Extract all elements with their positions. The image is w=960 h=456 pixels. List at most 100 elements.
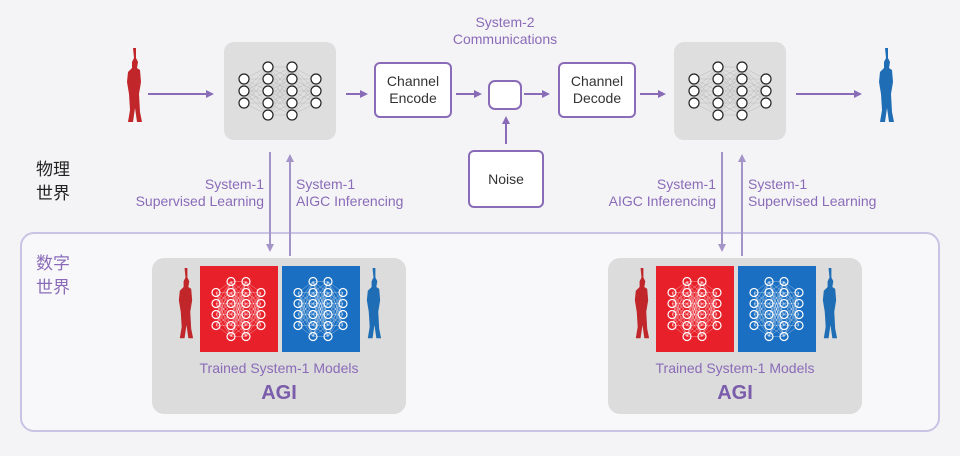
network-node — [779, 320, 789, 331]
network-node — [712, 320, 722, 331]
network-node — [749, 298, 759, 309]
human-figure-blue-icon — [366, 268, 382, 339]
human-figure-red-icon — [178, 268, 194, 339]
network-node — [286, 97, 298, 109]
network-edge — [671, 325, 688, 337]
network-node — [667, 320, 677, 331]
human-figure-blue-icon — [879, 48, 894, 122]
network-edge — [686, 281, 703, 315]
network-edge — [267, 66, 293, 92]
left-up-label: System-1 AIGC Inferencing — [296, 176, 446, 210]
network-edge — [671, 314, 688, 326]
noise-box: Noise — [468, 150, 544, 208]
network-edge — [312, 281, 329, 315]
network-edge — [768, 281, 785, 293]
network-edge — [297, 281, 314, 315]
system2-label: System-2 Communications — [440, 14, 570, 48]
physical-world-line1: 物理 — [36, 160, 70, 180]
network-edge — [717, 66, 743, 92]
network-node — [241, 331, 251, 342]
left-down-label: System-1 Supervised Learning — [100, 176, 264, 210]
network-edge — [230, 325, 247, 337]
network-edge — [768, 325, 785, 337]
network-node — [794, 320, 804, 331]
network-edge — [327, 292, 344, 304]
network-node — [238, 73, 250, 85]
network-node — [764, 276, 774, 287]
network-edge — [701, 292, 718, 326]
agi-right-blue-network — [738, 266, 816, 352]
network-node — [794, 298, 804, 309]
network-edge — [671, 292, 688, 326]
network-edge — [297, 325, 314, 337]
network-edge — [768, 303, 785, 337]
agi-panel-right: Trained System-1 Models AGI — [608, 258, 862, 414]
network-node — [226, 309, 236, 320]
network-node — [779, 309, 789, 320]
network-node — [682, 276, 692, 287]
network-edge — [686, 281, 703, 337]
network-node — [712, 309, 722, 320]
network-node — [697, 276, 707, 287]
network-edge — [671, 281, 688, 293]
network-edge — [741, 78, 767, 116]
network-node — [323, 287, 333, 298]
network-node — [293, 287, 303, 298]
agi-right-caption: Trained System-1 Models — [655, 360, 815, 376]
network-edge — [267, 90, 293, 116]
network-edge — [693, 66, 719, 92]
network-edge — [215, 325, 232, 337]
network-node — [241, 320, 251, 331]
network-node — [323, 298, 333, 309]
network-node — [286, 109, 298, 121]
network-edge — [245, 281, 262, 293]
human-figure-red-icon — [127, 48, 142, 122]
network-edge — [741, 90, 767, 116]
network-node — [736, 73, 748, 85]
network-node — [226, 331, 236, 342]
network-node — [667, 309, 677, 320]
network-node — [736, 97, 748, 109]
system2-line1: System-2 — [475, 14, 535, 30]
network-node — [308, 331, 318, 342]
network-node — [256, 320, 266, 331]
channel-encode-line2: Encode — [389, 90, 437, 106]
network-edge — [243, 78, 269, 104]
network-edge — [230, 281, 247, 337]
network-edge — [671, 281, 688, 315]
network-edge — [717, 66, 743, 116]
network-node — [211, 320, 221, 331]
network-edge — [753, 325, 770, 337]
network-node — [667, 287, 677, 298]
network-edge — [783, 292, 800, 326]
network-node — [697, 320, 707, 331]
network-node — [262, 109, 274, 121]
network-node — [736, 85, 748, 97]
network-node — [760, 97, 772, 109]
right-down-label: System-1 AIGC Inferencing — [560, 176, 716, 210]
network-node — [749, 287, 759, 298]
network-node — [338, 320, 348, 331]
network-edge — [312, 303, 329, 337]
network-node — [779, 287, 789, 298]
network-node — [794, 309, 804, 320]
network-node — [779, 298, 789, 309]
network-node — [211, 309, 221, 320]
network-node — [697, 331, 707, 342]
network-node — [262, 61, 274, 73]
network-edge — [312, 281, 329, 337]
digital-world-line2: 世界 — [36, 278, 70, 298]
network-node — [262, 85, 274, 97]
network-edge — [312, 281, 329, 293]
network-node — [241, 309, 251, 320]
digital-world-line1: 数字 — [36, 254, 70, 274]
network-node — [256, 309, 266, 320]
network-edge — [686, 303, 703, 337]
network-node — [794, 287, 804, 298]
network-node — [749, 320, 759, 331]
left-down-line2: Supervised Learning — [135, 193, 264, 209]
right-down-line1: System-1 — [656, 176, 716, 192]
network-node — [682, 309, 692, 320]
network-edge — [327, 303, 344, 337]
network-edge — [783, 303, 800, 337]
